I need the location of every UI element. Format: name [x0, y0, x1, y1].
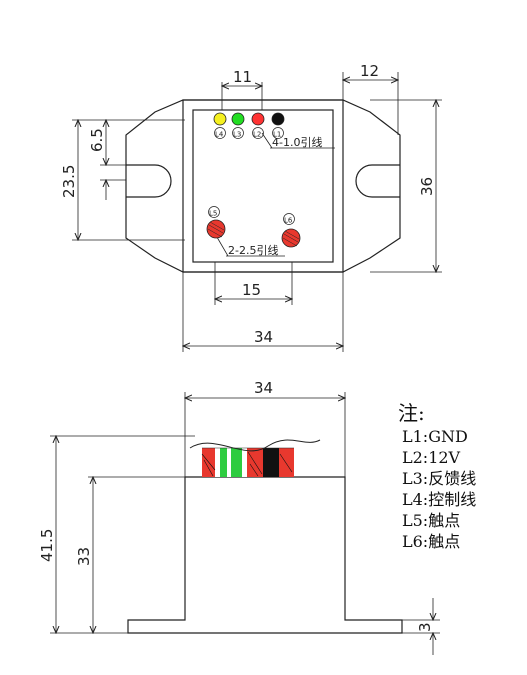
- note-item-l1: L1:GND: [402, 427, 468, 446]
- wire-label-small: 4-1.0引线: [272, 135, 322, 149]
- top-view: [72, 72, 442, 352]
- notes-title: 注:: [398, 401, 425, 425]
- led-label-l1: L1: [273, 131, 281, 139]
- led-label-l2: L2: [253, 131, 261, 139]
- led-l2: [251, 112, 265, 126]
- wire-label-large: 2-2.5引线: [228, 243, 278, 257]
- contact-l6: [281, 228, 301, 248]
- note-item-l2: L2:12V: [402, 448, 461, 467]
- contact-label-l5: L5: [209, 210, 217, 218]
- note-item-l6: L6:触点: [402, 532, 461, 551]
- note-item-l5: L5:触点: [402, 511, 461, 530]
- led-l3: [231, 112, 245, 126]
- side-view: [50, 392, 440, 655]
- note-item-l4: L4:控制线: [402, 490, 477, 509]
- dim-total-height: 41.5: [38, 529, 56, 562]
- dim-height: 36: [418, 177, 436, 196]
- led-label-l4: L4: [215, 131, 224, 139]
- dim-hole-offset: 6.5: [88, 128, 106, 152]
- note-item-l3: L3:反馈线: [402, 469, 477, 488]
- dim-base-height: 3: [416, 622, 434, 632]
- led-label-l3: L3: [233, 131, 241, 139]
- notes-legend: 注: L1:GND L2:12V L3:反馈线 L4:控制线 L5:触点 L6:…: [398, 400, 476, 552]
- dim-contact-spacing: 15: [242, 281, 261, 299]
- wire-bundle: [189, 439, 321, 477]
- side-body-outline: [127, 476, 403, 634]
- dim-width-side: 34: [254, 379, 273, 397]
- dim-hole-position: 23.5: [60, 165, 78, 198]
- dim-ear-width: 12: [360, 62, 379, 80]
- left-slot: [126, 164, 172, 198]
- dim-led-spacing: 11: [233, 68, 252, 86]
- dim-body-height: 33: [75, 547, 93, 566]
- contact-label-l6: L6: [284, 217, 293, 225]
- contact-l5: [206, 219, 226, 239]
- outer-frame: [182, 99, 344, 273]
- inner-frame: [192, 109, 334, 263]
- led-l4: [213, 112, 227, 126]
- led-l1: [271, 112, 285, 126]
- right-slot: [355, 164, 400, 198]
- dim-width-top: 34: [254, 328, 273, 346]
